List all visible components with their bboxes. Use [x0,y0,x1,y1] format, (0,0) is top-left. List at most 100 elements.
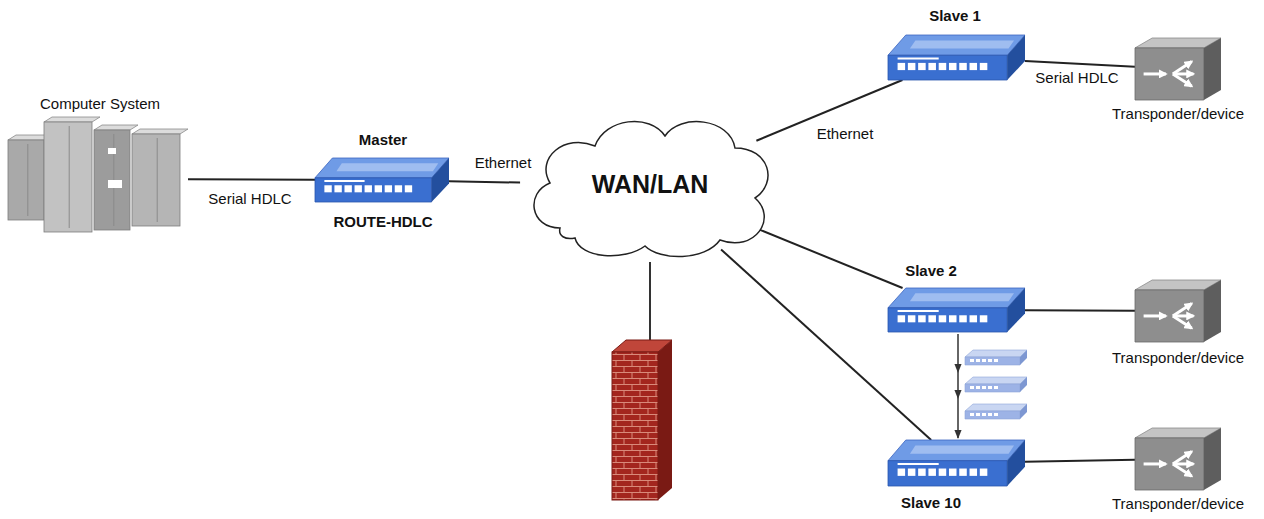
link-label: Serial HDLC [1032,69,1121,86]
led-bar [324,180,364,182]
slave-router: Slave 10 [888,440,1025,486]
transponder-device: Transponder/device [1135,280,1221,342]
network-link [188,178,315,180]
port [908,63,916,70]
server-icon [8,118,188,240]
port [980,469,988,476]
splitter-symbol [1144,314,1166,317]
port [918,315,926,322]
network-link [757,229,902,288]
network-cloud: WAN/LAN [520,108,780,262]
led-bar [898,463,939,465]
splitter-symbol [1173,464,1192,476]
icon [315,158,449,202]
cabinet [94,130,130,230]
network-link [1025,61,1135,67]
icon-face [888,55,1007,80]
port [949,469,957,476]
icon [888,35,1025,80]
port [355,185,362,192]
port [918,469,926,476]
port [898,469,906,476]
slave-router: Slave 1 [888,35,1025,80]
port [939,469,947,476]
port [928,63,936,70]
cabinet [44,122,92,232]
xpond-icon [1135,280,1221,342]
icon [534,121,768,256]
port [918,63,926,70]
device-label: Computer System [40,95,160,112]
icon-face [910,446,1014,454]
device-name: Slave 1 [929,7,981,24]
port [385,185,392,192]
firewall-link [649,262,651,348]
icon-face [1204,38,1221,100]
icon [888,288,1025,332]
device-icon [315,158,449,202]
icon-face [94,125,138,130]
splitter-symbol [1144,462,1166,465]
port [405,185,412,192]
icon-face [888,308,1007,332]
icon-face [44,117,100,122]
link-label: Ethernet [472,154,535,171]
icon-face [1135,290,1204,342]
port [324,185,331,192]
icon [8,117,188,232]
link-label: Serial HDLC [205,190,294,207]
port [949,315,957,322]
port [898,315,906,322]
icon-face [336,163,438,171]
port [334,185,341,192]
icon-face [910,40,1014,48]
port [898,63,906,70]
icon-face [315,178,432,202]
port [908,469,916,476]
port [908,315,916,322]
device-icon [888,440,1025,486]
device-name: Master [359,131,407,148]
icon-face [1135,438,1204,490]
icon-face [1204,280,1221,342]
led-bar [898,58,939,60]
device-name: Slave 2 [905,262,957,279]
computer-system: Computer System [8,118,188,240]
slave-stack [958,334,1027,438]
led-bar [898,310,939,312]
port [949,63,957,70]
port [375,185,382,192]
port [980,315,988,322]
cabinet [8,140,44,220]
transponder-device: Transponder/device [1135,428,1221,490]
device-label: Transponder/device [1112,105,1244,122]
network-link [721,249,931,440]
icon [888,440,1025,486]
panel [108,180,122,188]
network-label: WAN/LAN [592,170,709,199]
icon-face [315,158,449,178]
port [939,63,947,70]
device-icon [888,288,1025,332]
network-link [449,181,520,182]
xpond-icon [1135,38,1221,100]
icon-face [1135,48,1204,100]
port [970,63,978,70]
device-label: Transponder/device [1112,495,1244,512]
port [928,315,936,322]
port [365,185,372,192]
icon-face [888,461,1007,486]
port [344,185,351,192]
port [970,469,978,476]
device-label: ROUTE-HDLC [333,213,432,230]
port [395,185,402,192]
firewall [612,340,672,500]
cabinet-seam [157,138,158,222]
icon [1135,428,1221,490]
splitter-symbol [1173,304,1192,316]
cabinet-seam [27,144,28,216]
icon-face [888,35,1025,55]
port [928,469,936,476]
icon-face [910,293,1014,301]
splitter-symbol [1173,62,1192,74]
